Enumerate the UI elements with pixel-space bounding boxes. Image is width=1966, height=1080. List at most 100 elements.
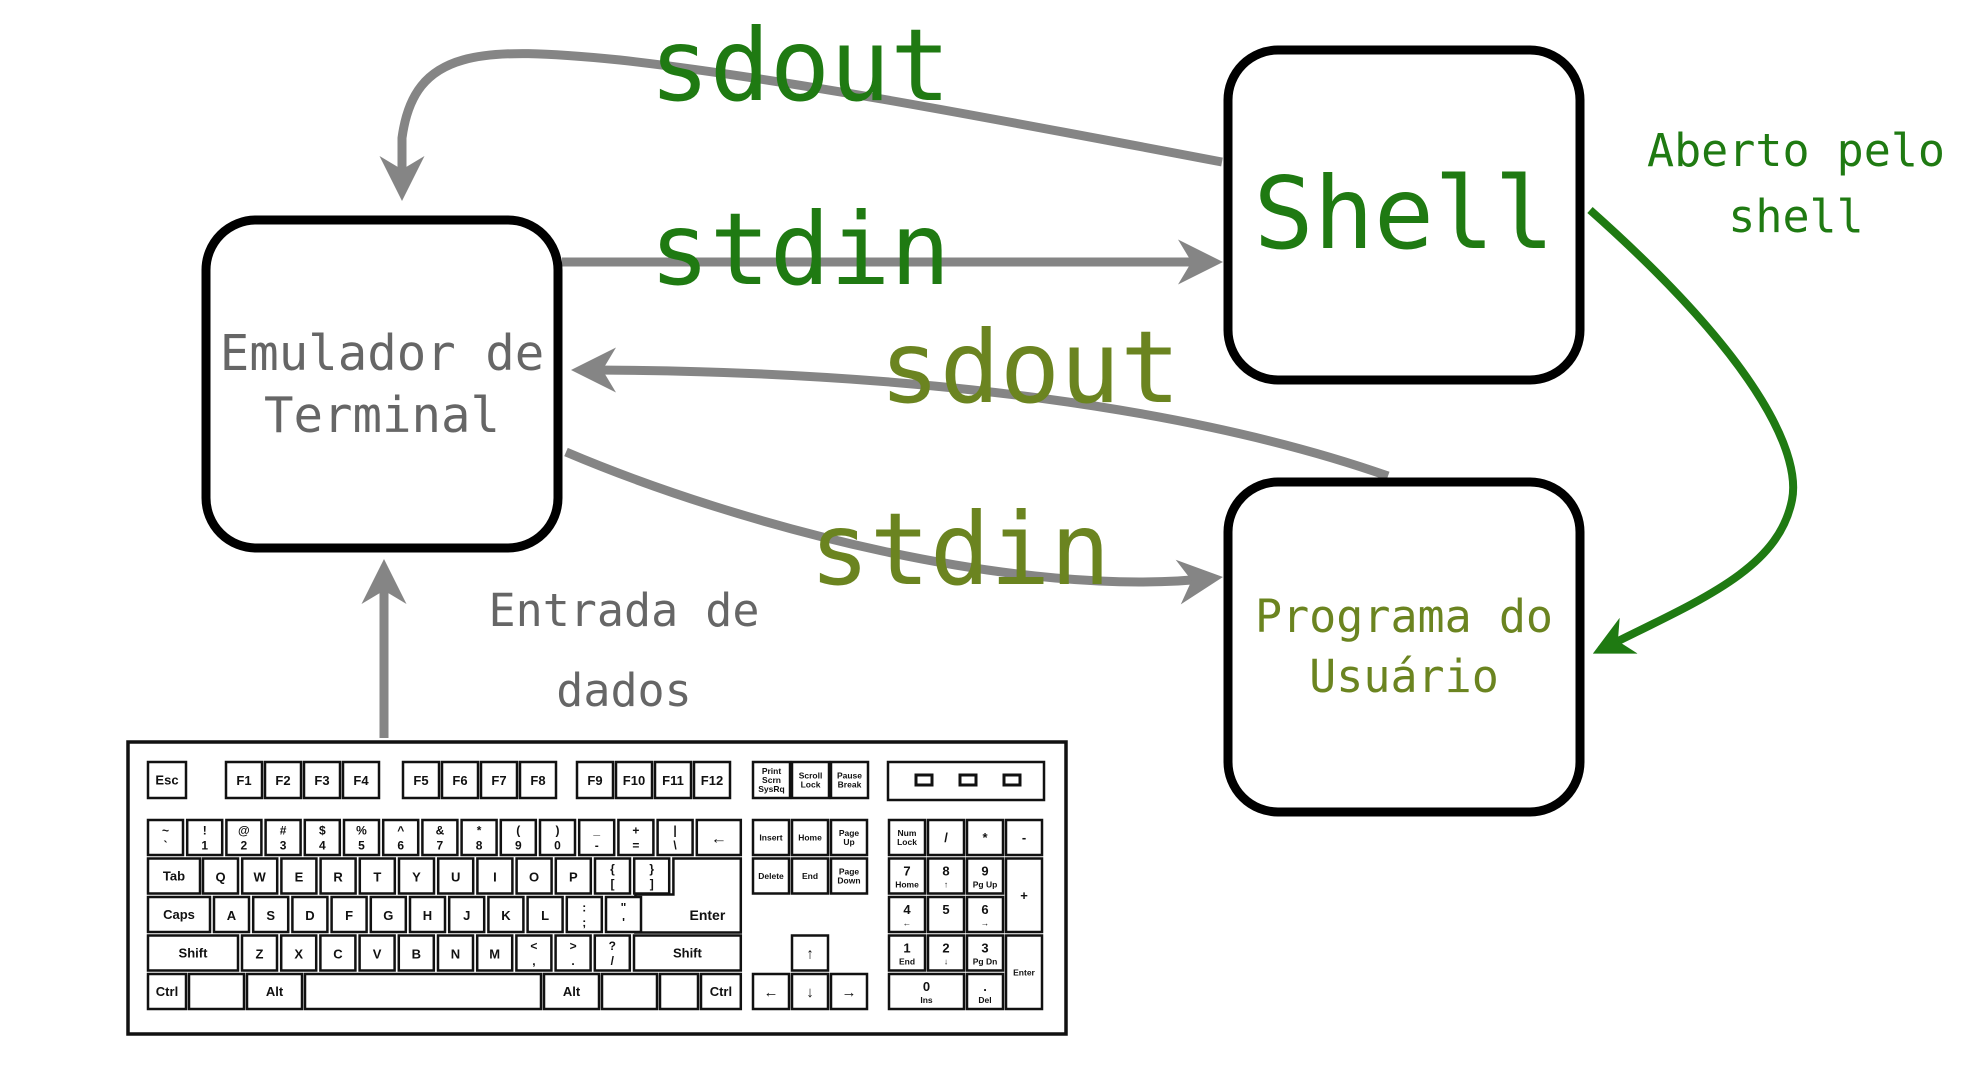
key-numpad-row3-2-main: 6 [981, 902, 988, 917]
key-punct-1 [554, 934, 592, 972]
key-punct-0 [515, 934, 553, 972]
key-i [476, 857, 514, 895]
key-numpad-row3-0-main: 4 [903, 902, 911, 917]
key-numpad-row3-0-sub: ← [903, 918, 912, 928]
key-num-11 [577, 818, 616, 857]
key-system-0-text: Print [762, 766, 782, 776]
edge-label-program-stdin: stdin [809, 491, 1110, 608]
key-b-text: B [412, 947, 421, 962]
key-q-text: Q [215, 870, 225, 885]
key-num-2 [225, 818, 263, 857]
key-v-text: V [373, 947, 382, 962]
key-system-1-text: Lock [801, 780, 821, 790]
key-w-text: W [254, 870, 267, 885]
key-num-3-bottom: 3 [280, 838, 287, 852]
key-numpad-plus-text: + [1020, 888, 1028, 903]
key-f11 [653, 760, 693, 800]
key-arrow-3-text: → [842, 984, 857, 1001]
key-d-text: D [305, 908, 314, 923]
key-num-8-top: * [477, 824, 482, 838]
key-q [201, 857, 240, 895]
key-nav-5-text: Down [837, 876, 860, 886]
key-numpad-zero-sub: Ins [920, 995, 933, 1005]
key-alt-left-text: Alt [266, 984, 284, 999]
key-r [319, 857, 357, 895]
key-arrow-1-text: ← [764, 984, 779, 1001]
edge-label-opened-by-shell-line1: Aberto pelo [1647, 124, 1945, 177]
key-f12-text: F12 [701, 773, 723, 788]
key-punct-2 [593, 934, 632, 972]
key-k-text: K [501, 908, 511, 923]
key-numpad-zero [887, 972, 966, 1011]
key-num-13-top: | [673, 824, 676, 838]
edge-label-opened-by-shell-line2: shell [1728, 190, 1863, 243]
user-program-box [1223, 477, 1585, 817]
key-system-2-text: Pause [837, 771, 862, 781]
key-caps [146, 895, 212, 934]
key-j-text: J [463, 908, 470, 923]
key-f3 [302, 760, 342, 800]
key-numpad-row2-1 [926, 857, 966, 895]
key-tab-text: Tab [163, 869, 185, 884]
key-numpad-r1-0-text: Lock [897, 837, 917, 847]
key-bracket-1 [632, 857, 671, 895]
key-numpad-row3-1-main: 5 [942, 902, 949, 917]
key-f12 [692, 760, 732, 800]
key-nav-4 [790, 857, 830, 895]
key-numpad-row4-2 [965, 934, 1005, 972]
key-numpad-r1-1 [926, 818, 966, 857]
key-x-text: X [294, 947, 303, 962]
edge-label-data-input-line1: Entrada de [489, 584, 760, 637]
key-num-9-top: ( [516, 824, 520, 838]
edge-label-data-input-line2: dados [556, 664, 691, 717]
key-numpad-dot [965, 972, 1005, 1011]
key-nav-1-text: Home [798, 833, 822, 843]
key-l [526, 895, 564, 934]
key-semi-0-bottom: ; [582, 915, 586, 929]
key-num-1-top: ! [203, 824, 207, 838]
key-c-text: C [333, 947, 343, 962]
key-numpad-row4-1-sub: ↓ [944, 957, 948, 967]
key-num-11-bottom: - [595, 838, 599, 852]
key-numpad-r1-3-text: - [1022, 830, 1026, 845]
terminal-emulator-label-line1: Emulador de [220, 325, 545, 382]
key-shift-left [146, 934, 240, 972]
key-nav-1 [790, 818, 830, 857]
key-f2-text: F2 [275, 773, 290, 788]
key-num-9-bottom: 9 [515, 838, 522, 852]
key-nav-5-text: Page [839, 867, 860, 877]
key-e-text: E [295, 870, 304, 885]
key-b [397, 934, 436, 972]
key-numpad-row2-0-sub: Home [895, 880, 919, 890]
key-numpad-zero-main: 0 [923, 979, 930, 994]
key-n-text: N [451, 947, 460, 962]
key-arrow-1 [751, 972, 791, 1011]
key-numpad-row3-0 [887, 895, 927, 934]
key-p-text: P [569, 870, 578, 885]
key-arrow-2-text: ↓ [806, 984, 814, 1001]
key-numpad-dot-sub: Del [978, 995, 991, 1005]
key-f10 [614, 760, 654, 800]
key-p [554, 857, 593, 895]
key-numpad-plus [1004, 857, 1044, 934]
key-bracket-0-bottom: [ [611, 877, 615, 891]
key-num-12-bottom: = [632, 838, 639, 852]
key-num-10 [538, 818, 577, 857]
key-punct-2-top: ? [609, 939, 616, 953]
key-numpad-row4-2-main: 3 [981, 941, 988, 956]
key-win-left [187, 972, 246, 1011]
key-arrow-2 [790, 972, 830, 1011]
key-num-3 [264, 818, 302, 857]
key-numpad-row2-2 [965, 857, 1005, 895]
key-num-4 [303, 818, 342, 857]
key-m-text: M [489, 947, 500, 962]
key-num-12 [617, 818, 655, 857]
key-shift-left-text: Shift [179, 946, 209, 961]
key-alt-left [245, 972, 304, 1011]
key-num-10-bottom: 0 [554, 838, 561, 852]
key-numpad-enter [1004, 934, 1044, 1011]
key-system-0-text: SysRq [758, 784, 784, 794]
key-system-2-text: Break [838, 780, 862, 790]
key-system-1-text: Scroll [799, 771, 823, 781]
